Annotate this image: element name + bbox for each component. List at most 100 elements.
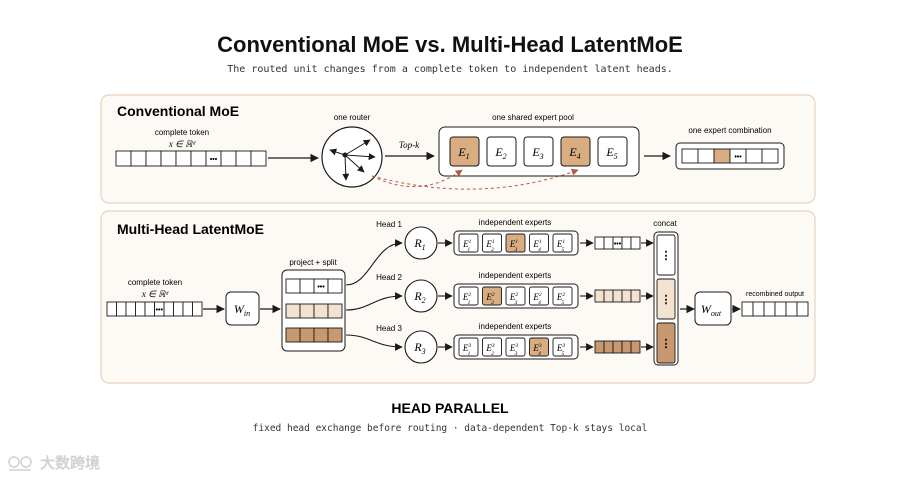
conv-token-cell: [235, 150, 252, 167]
mh-split-row-2-cell: [327, 303, 343, 319]
mh-experts-label: independent experts: [479, 271, 552, 280]
conv-expert-label: E2: [494, 145, 506, 161]
router-spokes-icon: [329, 139, 376, 181]
mh-router-node: [404, 330, 438, 364]
mh-head-out-1-cell: [594, 236, 605, 250]
mh-head-out-2-cell: [594, 289, 605, 303]
conv-token-cell: [160, 150, 177, 167]
mh-expert-box: [529, 286, 549, 306]
mh-concat-cell: [656, 278, 676, 320]
mh-split-row-1-cell: [299, 278, 315, 294]
mh-split-vectors: •••: [285, 278, 343, 343]
mh-router-node: [404, 226, 438, 260]
mh-split-row-1-cell: [327, 278, 343, 294]
mh-token-label: complete token: [128, 278, 182, 287]
conv-combination-label: one expert combination: [688, 126, 771, 135]
conv-token-cell: [115, 150, 132, 167]
conv-token-dots: •••: [210, 157, 218, 164]
conv-token-vector: •••: [115, 150, 267, 167]
conv-expert-box: [560, 136, 591, 167]
conv-feedback-dashed-arrow: [371, 169, 463, 188]
mh-head-out-3-cell: [630, 340, 641, 354]
w-in-label: Win: [234, 302, 250, 318]
mh-expert-box: [458, 233, 479, 253]
conv-combination-cell: [681, 148, 699, 164]
mh-router-label: R3: [413, 340, 425, 356]
mh-concat-cell: [656, 322, 676, 364]
w-in-box: [225, 291, 260, 326]
mh-expert-box: [529, 233, 549, 253]
conv-token-cell: [190, 150, 207, 167]
mh-concat-dots: ⋮: [661, 250, 672, 262]
mh-token-cell: [125, 301, 136, 317]
mh-experts-label: independent experts: [479, 322, 552, 331]
watermark-text: 大数跨境: [40, 454, 100, 472]
conv-expert-4: E4: [560, 136, 591, 167]
conv-expert-box: [597, 136, 628, 167]
mh-head-out-2-cell: [612, 289, 623, 303]
mh-head-out-3-cell: [621, 340, 632, 354]
mh-token-cell: [163, 301, 174, 317]
mh-router-label: R1: [413, 236, 425, 252]
conv-expert-box: [449, 136, 480, 167]
mh-expert-box: [482, 286, 502, 306]
conv-combination-dots: •••: [734, 154, 742, 161]
footer-title: HEAD PARALLEL: [391, 400, 509, 416]
mh-token-cell: [135, 301, 146, 317]
diagram-subtitle: The routed unit changes from a complete …: [227, 64, 673, 75]
mh-output-label: recombined output: [746, 291, 804, 298]
footer-subtitle: fixed head exchange before routing · dat…: [253, 423, 648, 434]
conv-token-cell: [250, 150, 267, 167]
conv-feedback-dashed-arrow-2: [371, 168, 579, 190]
mh-expert-box: [552, 337, 573, 357]
conv-router-label: one router: [334, 113, 371, 122]
mh-expert-box: [552, 286, 573, 306]
mh-expert-box: [552, 233, 573, 253]
conv-expert-box: [523, 136, 554, 167]
mh-expert-box: [458, 286, 479, 306]
mh-split-row-1-cell: [285, 278, 301, 294]
conv-combination-cell: [761, 148, 779, 164]
mh-head-out-2-cell: [603, 289, 614, 303]
mh-output-cell: [763, 301, 776, 317]
mh-token-formula: x ∈ ℝᵈ: [141, 289, 169, 299]
mh-token-vector: •••: [106, 301, 203, 317]
mh-concat-dots: ⋮: [661, 338, 672, 350]
mh-split-row-2-cell: [285, 303, 301, 319]
mh-head-out-1-cell: [621, 236, 632, 250]
mh-token-cell: [116, 301, 127, 317]
conv-topk-label: Top-k: [399, 140, 420, 150]
mh-concat-label: concat: [653, 219, 677, 228]
conv-pool-label: one shared expert pool: [492, 113, 574, 122]
mh-expert-box: [529, 337, 549, 357]
conv-token-label: complete token: [155, 128, 209, 137]
conv-expert-label: E5: [605, 145, 617, 161]
diagram-title: Conventional MoE vs. Multi-Head LatentMo…: [217, 32, 683, 57]
watermark: 大数跨境: [8, 454, 100, 472]
mh-expert-box: [458, 337, 479, 357]
mh-expert-box: [482, 233, 502, 253]
